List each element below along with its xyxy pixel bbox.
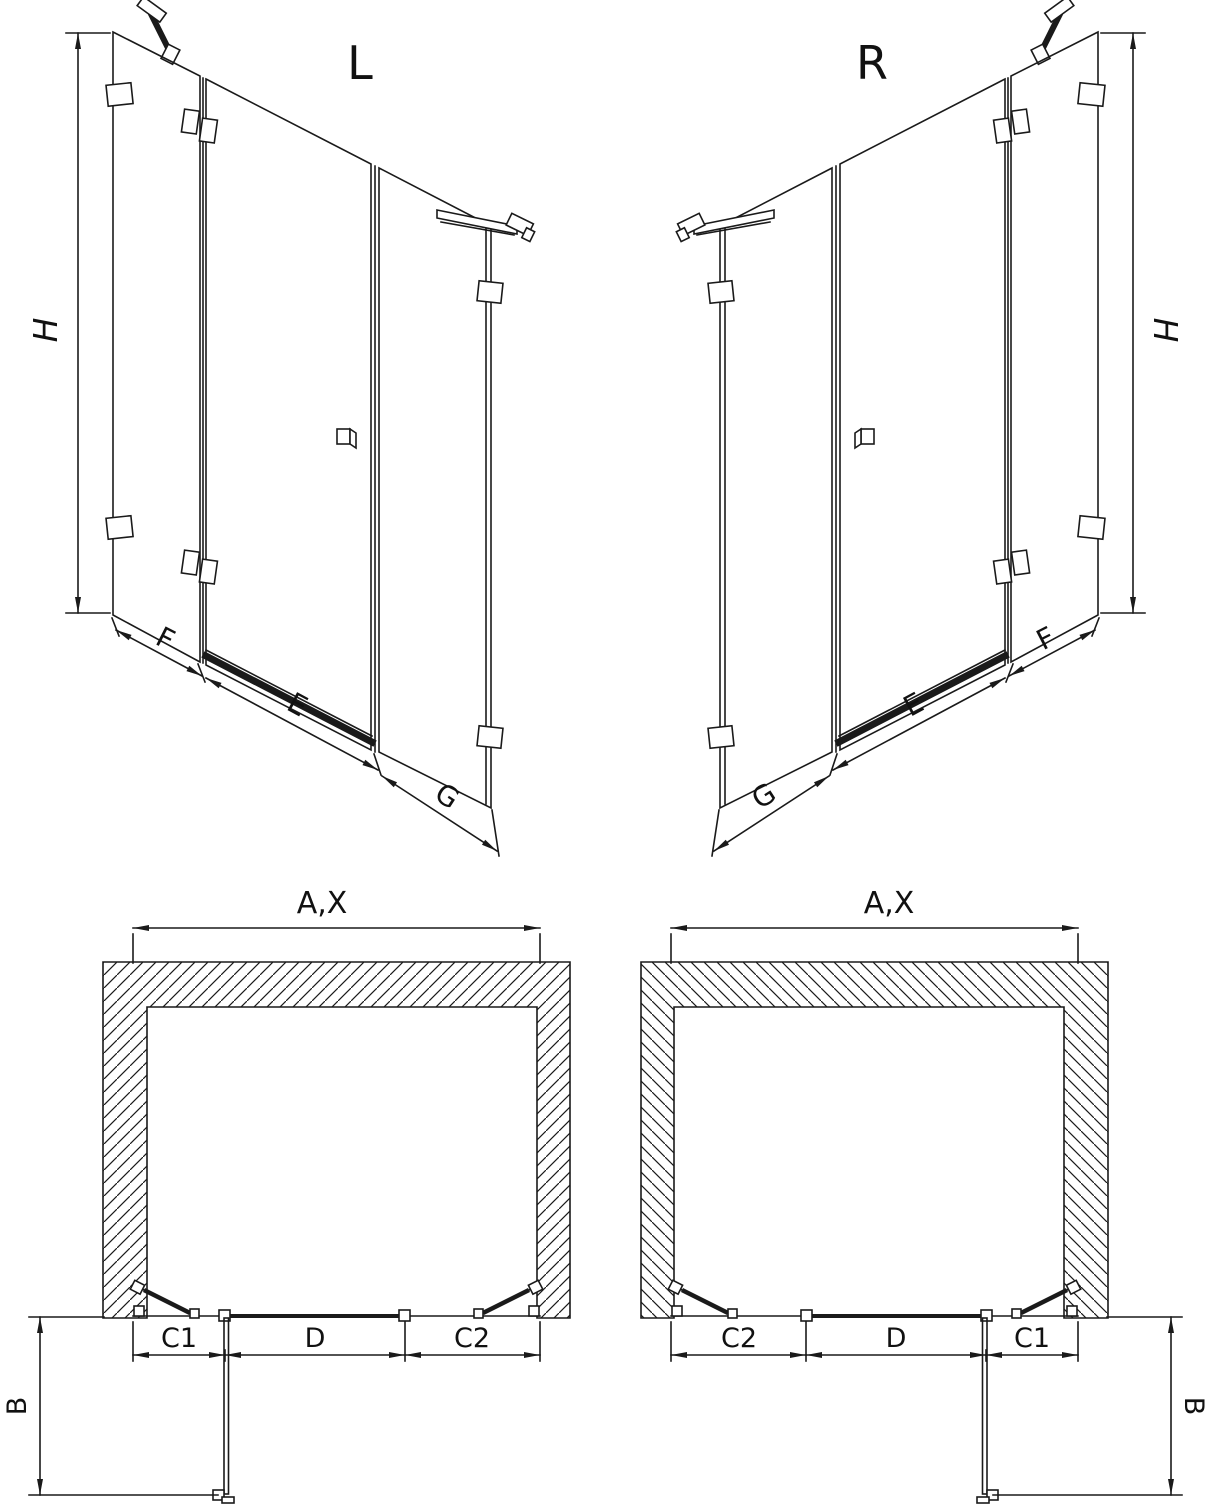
variant-label-left: L (347, 36, 373, 90)
dim-label-c1-left: C1 (161, 1323, 197, 1354)
dim-label-c1-right: C1 (1014, 1323, 1050, 1354)
dim-label-width-right: A,X (864, 886, 915, 921)
dim-label-d-right: D (886, 1323, 907, 1354)
perspective-linework-left (66, 0, 535, 856)
dim-label-c2-left: C2 (454, 1323, 490, 1354)
plan-linework-right (641, 928, 1182, 1503)
dim-label-depth-left: B (2, 1397, 33, 1416)
perspective-view-right: R H F E G (676, 0, 1185, 856)
dim-label-height-left: H (26, 318, 65, 343)
dim-label-height-right: H (1146, 318, 1185, 343)
plan-view-right: A,X C2 D C1 B (641, 886, 1209, 1503)
dim-label-c2-right: C2 (721, 1323, 757, 1354)
plan-linework-left (29, 928, 570, 1503)
dim-label-width-left: A,X (297, 886, 348, 921)
variant-label-right: R (856, 36, 888, 90)
plan-view-left: A,X C1 D C2 B (2, 886, 570, 1503)
dim-label-depth-right: B (1178, 1397, 1209, 1416)
perspective-linework-right (676, 0, 1145, 856)
dim-label-d-left: D (305, 1323, 326, 1354)
perspective-view-left: L H F E G (26, 0, 535, 856)
